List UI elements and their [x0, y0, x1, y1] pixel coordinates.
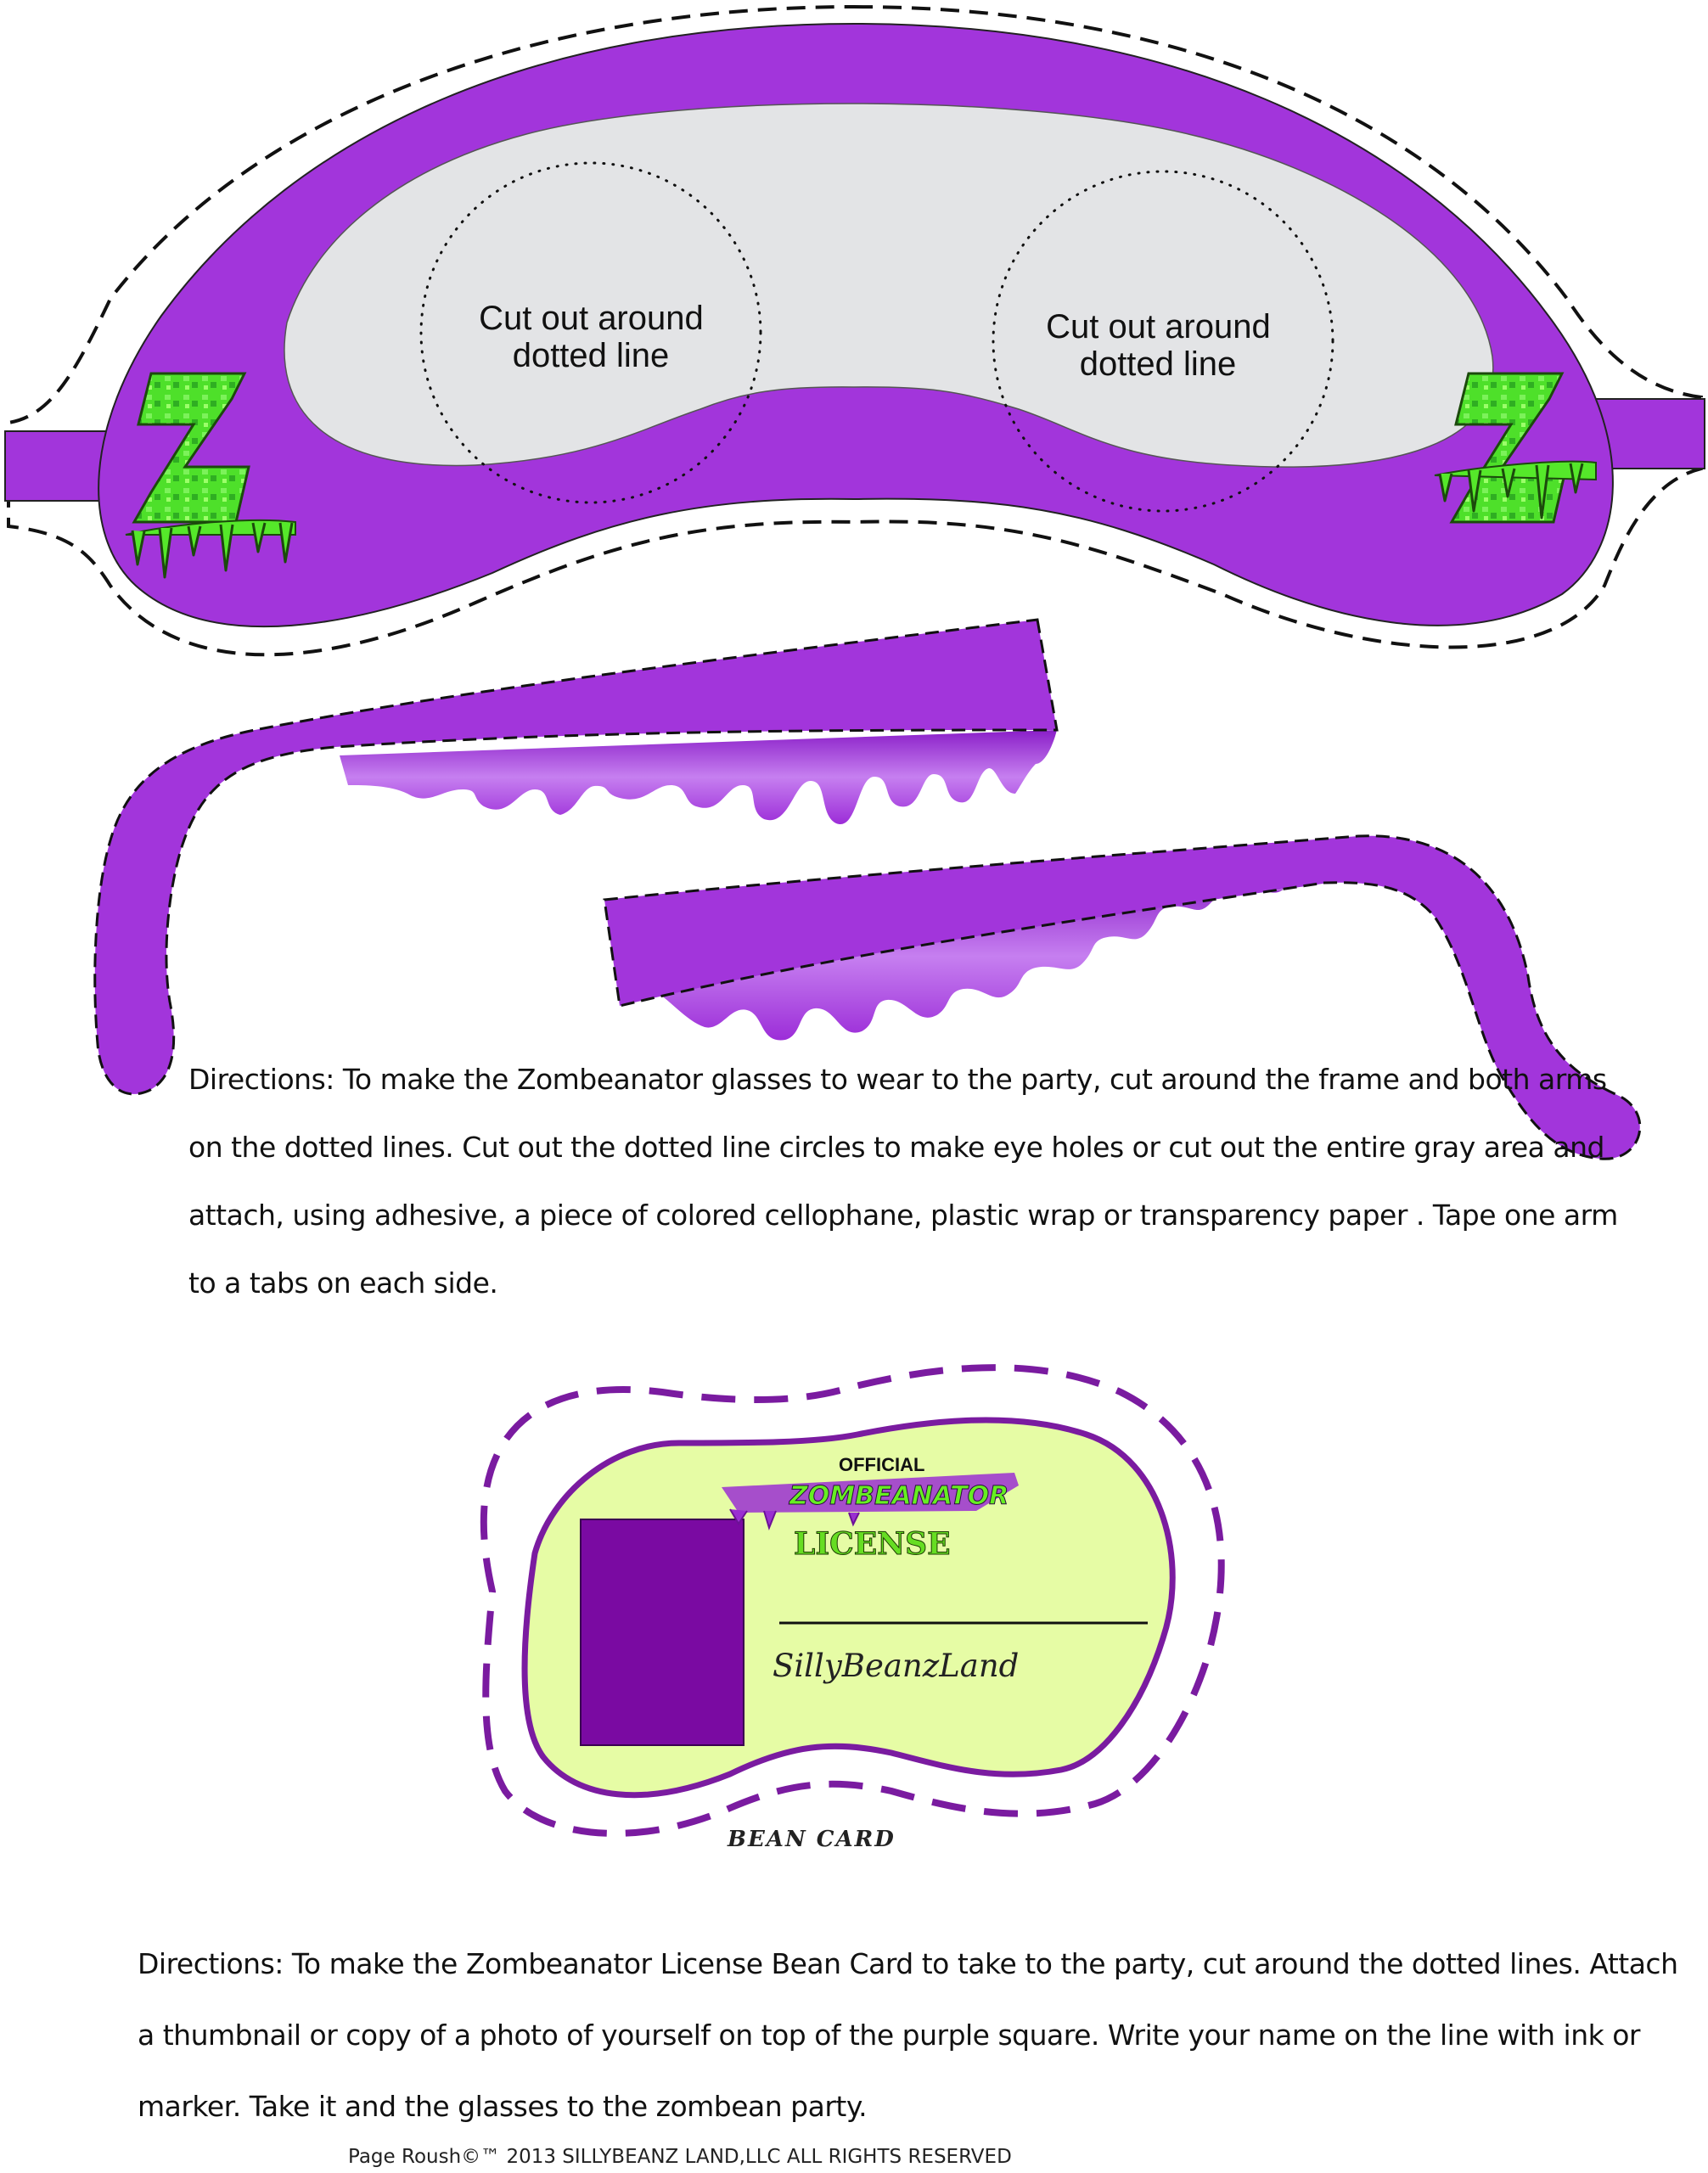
card-cut-line[interactable] — [480, 1364, 1225, 1837]
right-arm-drips — [620, 873, 1329, 1041]
left-glasses-arm — [93, 618, 1059, 1096]
right-glasses-arm — [603, 834, 1642, 1160]
right-eye-text: Cut out around dotted line — [1046, 308, 1280, 383]
zombie-z-left-icon — [125, 372, 296, 579]
zombie-z-right-icon — [1434, 372, 1597, 524]
bean-card-label: BEAN CARD — [727, 1827, 896, 1852]
brand-label: SillyBeanzLand — [773, 1648, 1019, 1684]
license-title: LICENSE — [794, 1526, 951, 1562]
svg-text:ZOMBEANATOR: ZOMBEANATOR — [789, 1481, 1009, 1511]
glasses-directions: Directions: To make the Zombeanator glas… — [188, 1063, 1618, 1300]
official-label: OFFICIAL — [839, 1454, 924, 1475]
license-directions: Directions: To make the Zombeanator Lice… — [138, 1947, 1678, 2123]
glasses-frame: Cut out around dotted line Cut out aroun… — [4, 4, 1705, 657]
left-arm-drips — [340, 730, 1057, 825]
right-eye-cut-circle[interactable] — [992, 170, 1334, 513]
left-arm-body — [93, 618, 1059, 1096]
right-arm-body — [603, 834, 1642, 1160]
copyright-footer: Page Roush©™ 2013 SILLYBEANZ LAND,LLC AL… — [348, 2146, 1012, 2168]
photo-square[interactable] — [580, 1519, 744, 1746]
lens-area — [284, 103, 1494, 468]
left-eye-text: Cut out around dotted line — [479, 300, 713, 374]
license-bean-card: OFFICIAL ZOMBEANATOR LICENSE SillyBeanzL… — [480, 1364, 1225, 1852]
left-eye-cut-circle[interactable] — [419, 161, 762, 504]
frame-cut-line — [7, 4, 1703, 657]
zombeanator-logo: ZOMBEANATOR — [722, 1473, 1019, 1531]
